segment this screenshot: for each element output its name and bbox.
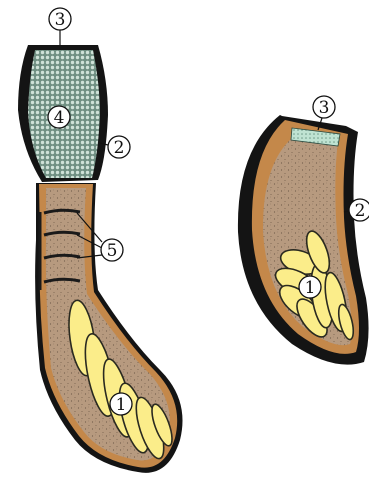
left-label-2: 2 — [108, 136, 130, 158]
svg-text:3: 3 — [319, 98, 330, 118]
svg-text:1: 1 — [305, 278, 316, 298]
left-label-1: 1 — [110, 393, 132, 415]
right-structure: 3 2 1 — [238, 96, 369, 365]
svg-text:3: 3 — [55, 10, 66, 30]
right-label-3: 3 — [313, 96, 335, 118]
svg-text:2: 2 — [114, 138, 125, 158]
svg-text:4: 4 — [54, 108, 65, 128]
right-label-1: 1 — [299, 276, 321, 298]
svg-text:1: 1 — [116, 395, 127, 415]
left-label-3: 3 — [49, 8, 71, 30]
svg-text:5: 5 — [107, 241, 118, 261]
left-label-4: 4 — [48, 106, 70, 128]
left-structure: 3 4 2 5 1 — [18, 8, 183, 473]
svg-text:2: 2 — [355, 201, 366, 221]
left-label-5: 5 — [101, 239, 123, 261]
right-label-2: 2 — [349, 199, 369, 221]
